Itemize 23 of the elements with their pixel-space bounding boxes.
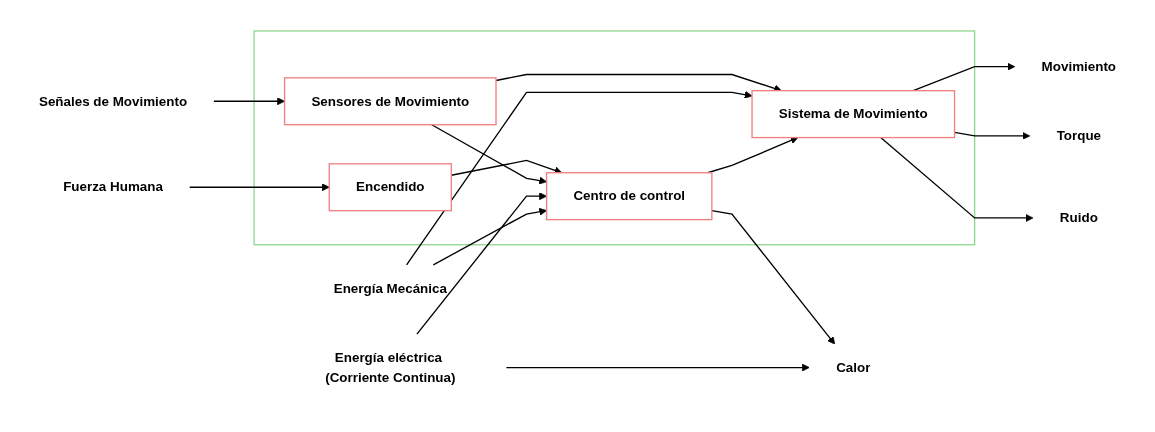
- cluster: [253, 30, 976, 246]
- arrow: [505, 363, 810, 372]
- node-text: Movimiento: [1041, 58, 1117, 74]
- arrow: [189, 183, 330, 192]
- arrow: [416, 192, 547, 335]
- arrow: [912, 62, 1016, 92]
- arrow: [432, 207, 547, 266]
- node-box: Sistema de Movimiento: [751, 90, 956, 139]
- arrow: [711, 209, 836, 345]
- node-text: Ruido: [1059, 209, 1098, 225]
- arrow: [431, 124, 547, 185]
- node-box: Encendido: [328, 163, 452, 212]
- arrow: [880, 136, 1034, 222]
- node-box: Sensores de Movimiento: [283, 77, 497, 126]
- node-text: Energía eléctrica (Corriente Continua): [325, 349, 456, 385]
- arrow: [405, 90, 753, 266]
- node-text: Calor: [836, 359, 871, 375]
- node-text: Torque: [1056, 127, 1102, 143]
- arrow: [213, 97, 285, 106]
- node-box: Centro de control: [545, 172, 713, 221]
- node-text: Señales de Movimiento: [38, 93, 188, 109]
- node-text: Energía Mecánica: [333, 280, 447, 296]
- node-text: Fuerza Humana: [63, 178, 163, 195]
